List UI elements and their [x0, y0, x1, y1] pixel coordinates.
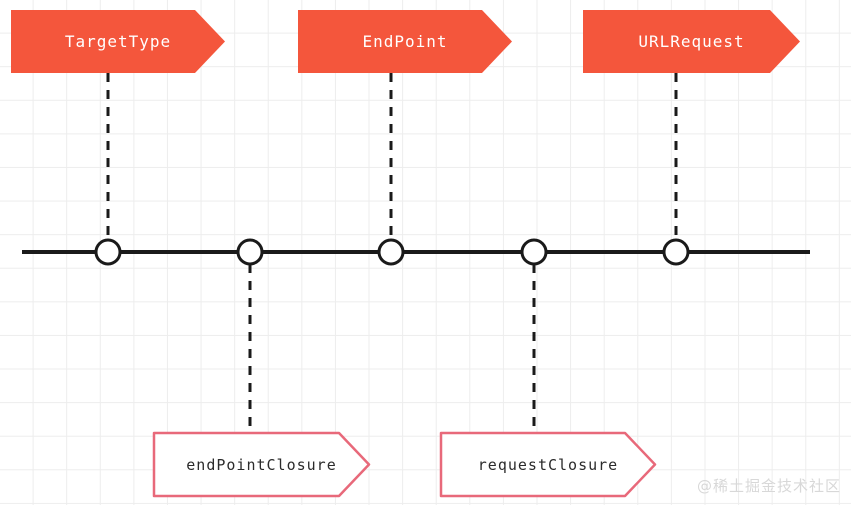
node-label-target-type: TargetType: [64, 32, 172, 51]
node-label-request-closure: requestClosure: [477, 455, 619, 474]
node-shape-target-type[interactable]: [11, 10, 225, 73]
timeline-node-5[interactable]: [662, 238, 690, 266]
top-node-shapes: [11, 10, 800, 73]
node-label-end-point: EndPoint: [362, 32, 448, 51]
top-connectors: [106, 73, 678, 240]
node-shape-request-closure[interactable]: [439, 431, 657, 498]
timeline-nodes: [94, 238, 690, 266]
watermark: @稀土掘金技术社区: [696, 477, 841, 495]
bottom-node-shapes: [152, 431, 657, 498]
node-shape-end-point-closure[interactable]: [152, 431, 371, 498]
timeline-node-1[interactable]: [94, 238, 122, 266]
node-label-end-point-closure: endPointClosure: [186, 455, 337, 474]
bottom-connectors: [248, 264, 536, 433]
node-shape-url-request[interactable]: [583, 10, 800, 73]
node-label-url-request: URLRequest: [638, 32, 745, 51]
timeline-node-4[interactable]: [520, 238, 548, 266]
timeline-node-2[interactable]: [236, 238, 264, 266]
timeline-node-3[interactable]: [377, 238, 405, 266]
node-shape-end-point[interactable]: [298, 10, 512, 73]
